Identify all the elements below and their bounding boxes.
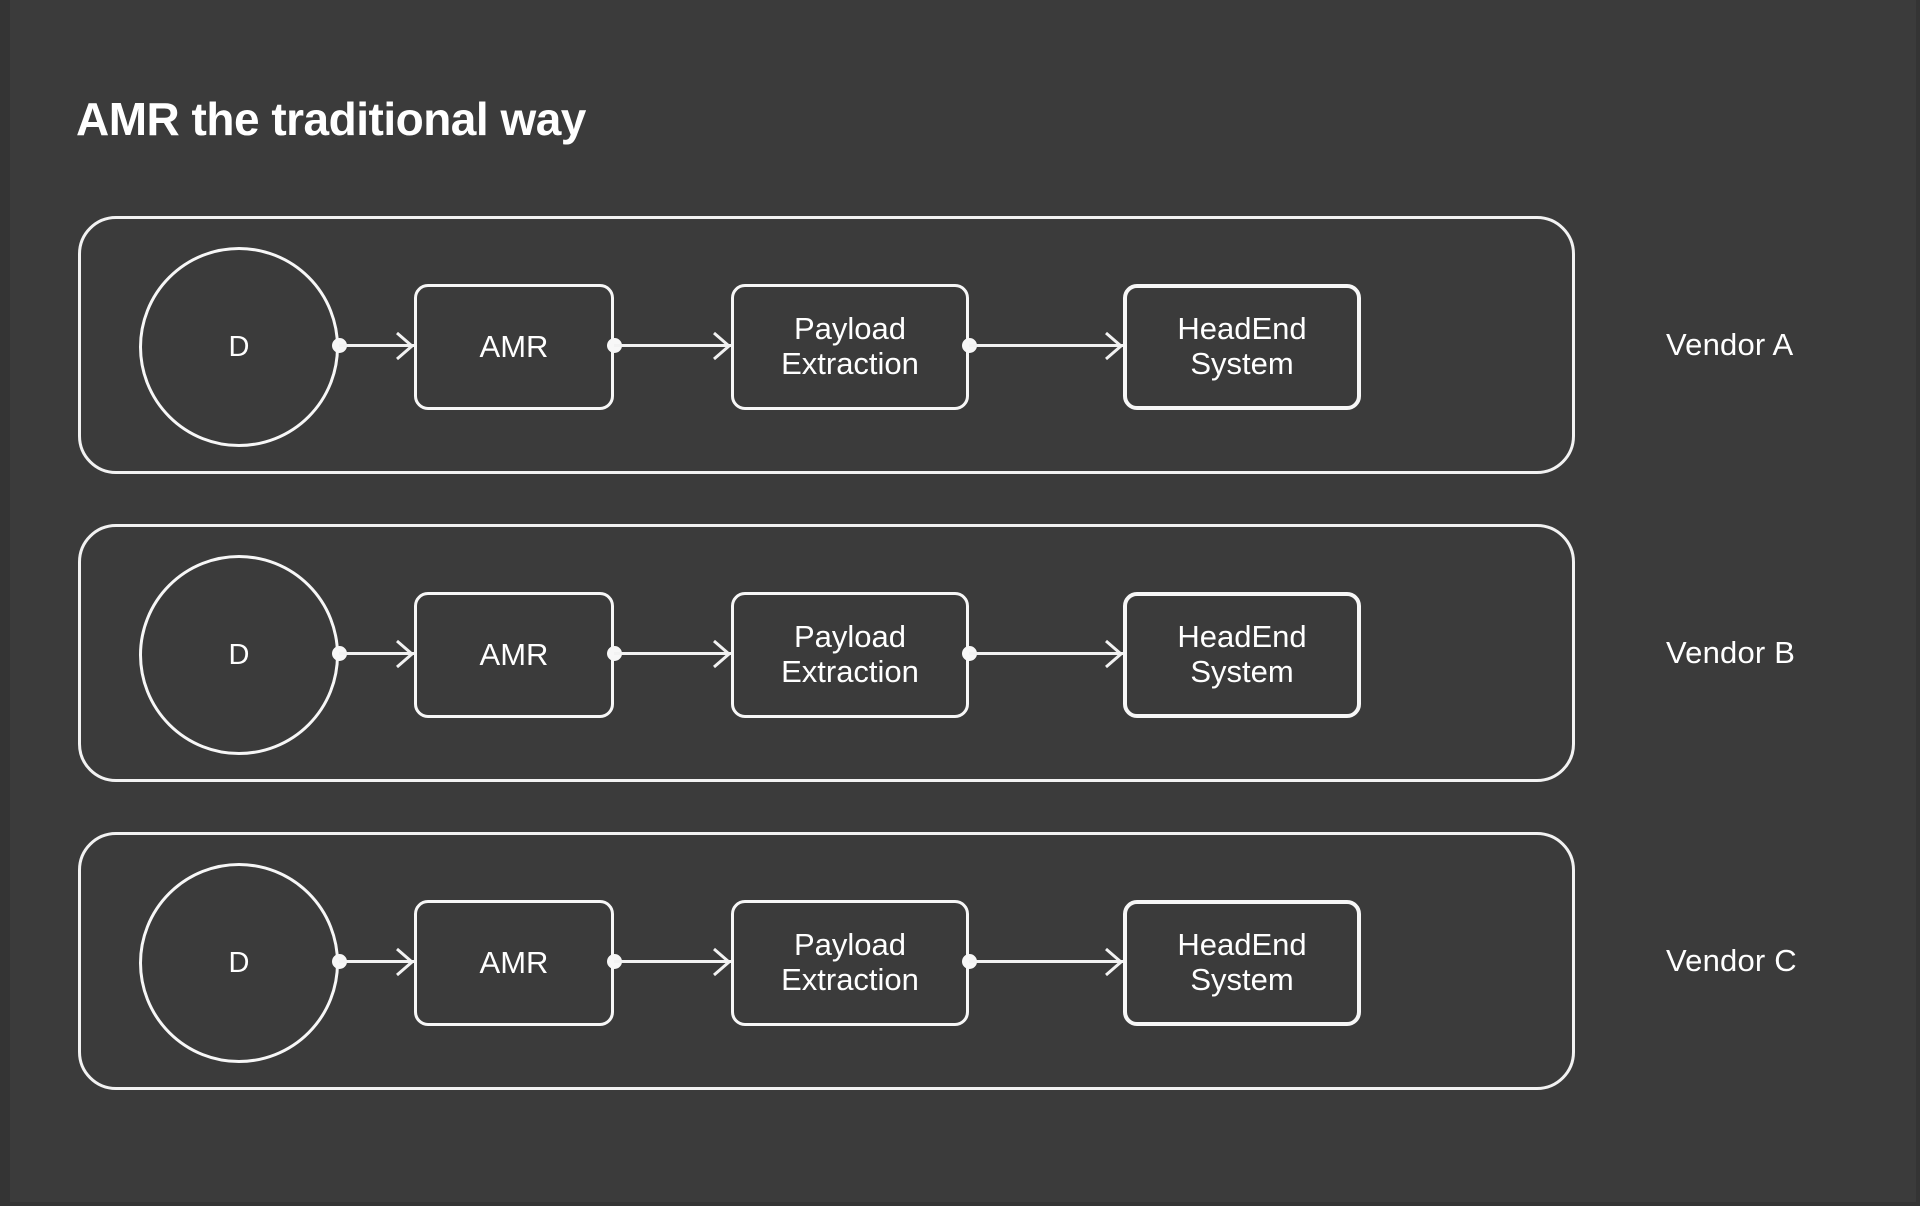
node-device[interactable]: D — [139, 555, 339, 755]
node-amr[interactable]: AMR — [414, 284, 614, 410]
arrow-head-icon — [393, 638, 415, 670]
node-device-label: D — [228, 330, 250, 363]
node-amr-label: AMR — [479, 636, 549, 672]
connector-line — [614, 960, 731, 963]
connector-line — [969, 344, 1123, 347]
vendor-label: Vendor B — [1666, 635, 1796, 670]
node-payload-extraction-label: Payload Extraction — [781, 927, 919, 997]
node-payload-extraction-label: Payload Extraction — [781, 619, 919, 689]
flow-diagram: D AMR Payload Extraction — [81, 527, 1578, 785]
vendor-lane-container: D AMR Payload Extraction — [78, 832, 1575, 1090]
node-amr-label: AMR — [479, 328, 549, 364]
connector-line — [614, 344, 731, 347]
node-headend-system[interactable]: HeadEnd System — [1123, 592, 1361, 718]
vendor-lane-container: D AMR Payload Extraction — [78, 524, 1575, 782]
node-payload-extraction[interactable]: Payload Extraction — [731, 284, 969, 410]
node-headend-system-label: HeadEnd System — [1177, 619, 1307, 689]
node-amr[interactable]: AMR — [414, 900, 614, 1026]
connector-line — [339, 960, 414, 963]
flow-diagram: D AMR Payload Extraction — [81, 219, 1578, 477]
connector-line — [339, 652, 414, 655]
node-payload-extraction-label: Payload Extraction — [781, 311, 919, 381]
connector-line — [614, 652, 731, 655]
connector-line — [339, 344, 414, 347]
node-headend-system[interactable]: HeadEnd System — [1123, 900, 1361, 1026]
node-headend-system-label: HeadEnd System — [1177, 311, 1307, 381]
node-payload-extraction[interactable]: Payload Extraction — [731, 592, 969, 718]
vendor-row: D AMR Payload Extraction — [78, 832, 1797, 1090]
node-headend-system[interactable]: HeadEnd System — [1123, 284, 1361, 410]
arrow-head-icon — [393, 330, 415, 362]
vendor-lane-container: D AMR Payload Extraction — [78, 216, 1575, 474]
connector-line — [969, 652, 1123, 655]
arrow-head-icon — [710, 638, 732, 670]
arrow-head-icon — [1102, 638, 1124, 670]
arrow-head-icon — [710, 946, 732, 978]
node-headend-system-label: HeadEnd System — [1177, 927, 1307, 997]
vendor-row: D AMR Payload Extraction — [78, 524, 1795, 782]
node-device-label: D — [228, 946, 250, 979]
vendor-label: Vendor C — [1666, 943, 1797, 978]
node-device-label: D — [228, 638, 250, 671]
node-amr[interactable]: AMR — [414, 592, 614, 718]
node-amr-label: AMR — [479, 944, 549, 980]
page-title: AMR the traditional way — [76, 93, 586, 145]
arrow-head-icon — [393, 946, 415, 978]
arrow-head-icon — [710, 330, 732, 362]
vendor-label: Vendor A — [1666, 327, 1794, 362]
arrow-head-icon — [1102, 946, 1124, 978]
flow-diagram: D AMR Payload Extraction — [81, 835, 1578, 1093]
node-payload-extraction[interactable]: Payload Extraction — [731, 900, 969, 1026]
node-device[interactable]: D — [139, 247, 339, 447]
connector-line — [969, 960, 1123, 963]
node-device[interactable]: D — [139, 863, 339, 1063]
arrow-head-icon — [1102, 330, 1124, 362]
vendor-row: D AMR Payload Extraction — [78, 216, 1793, 474]
